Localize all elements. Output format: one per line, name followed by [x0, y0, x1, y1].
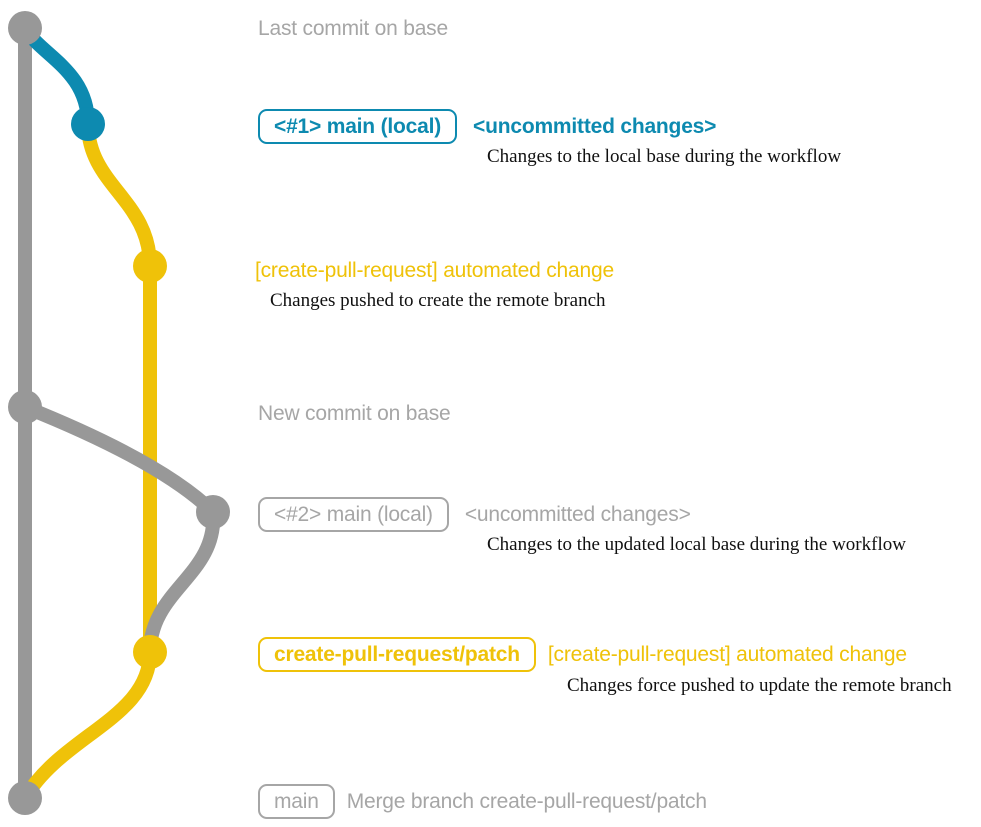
branch-badge-patch[interactable]: create-pull-request/patch: [258, 636, 536, 672]
branch-badge-local-main-2[interactable]: <#2> main (local): [258, 496, 449, 532]
row-local-main-1: <#1> main (local) <uncommitted changes>: [258, 108, 716, 144]
commit-node-merge[interactable]: [8, 781, 42, 815]
commit-subject: [create-pull-request] automated change: [255, 258, 614, 282]
commit-node-automated-2[interactable]: [133, 635, 167, 669]
commit-node-automated-1[interactable]: [133, 249, 167, 283]
row-last-commit-on-base: Last commit on base: [258, 12, 448, 44]
commit-description: Changes to the updated local base during…: [487, 534, 906, 555]
commit-subject: New commit on base: [258, 401, 451, 425]
commit-subject: Last commit on base: [258, 16, 448, 40]
commit-subject: Merge branch create-pull-request/patch: [346, 789, 707, 813]
commit-node-local-main-2[interactable]: [196, 495, 230, 529]
branch-badge-local-main-1[interactable]: <#1> main (local): [258, 108, 458, 144]
commit-subject: [create-pull-request] automated change: [547, 642, 907, 666]
commit-description: Changes to the local base during the wor…: [487, 146, 842, 167]
row-merge: main Merge branch create-pull-request/pa…: [258, 783, 707, 819]
commit-subject: <uncommitted changes>: [464, 502, 691, 526]
gray-rebase-curve: [18, 400, 220, 519]
yellow-merge-curve: [18, 645, 157, 805]
row-patch-branch: create-pull-request/patch [create-pull-r…: [258, 636, 907, 672]
gray-to-yellow-curve: [143, 505, 221, 659]
commit-description: Changes force pushed to update the remot…: [567, 675, 952, 696]
commit-node-base-last[interactable]: [8, 11, 42, 45]
row-new-commit-on-base: New commit on base: [258, 397, 451, 429]
row-automated-change-1: [create-pull-request] automated change: [255, 254, 614, 286]
commit-node-base-new[interactable]: [8, 390, 42, 424]
commit-node-local-main-1[interactable]: [71, 107, 105, 141]
branch-badge-main[interactable]: main: [258, 783, 335, 819]
commit-description: Changes pushed to create the remote bran…: [270, 290, 606, 311]
commit-subject: <uncommitted changes>: [473, 114, 717, 138]
yellow-branch-line-upper: [81, 117, 157, 273]
row-local-main-2: <#2> main (local) <uncommitted changes>: [258, 496, 691, 532]
blue-branch-line: [18, 21, 95, 131]
